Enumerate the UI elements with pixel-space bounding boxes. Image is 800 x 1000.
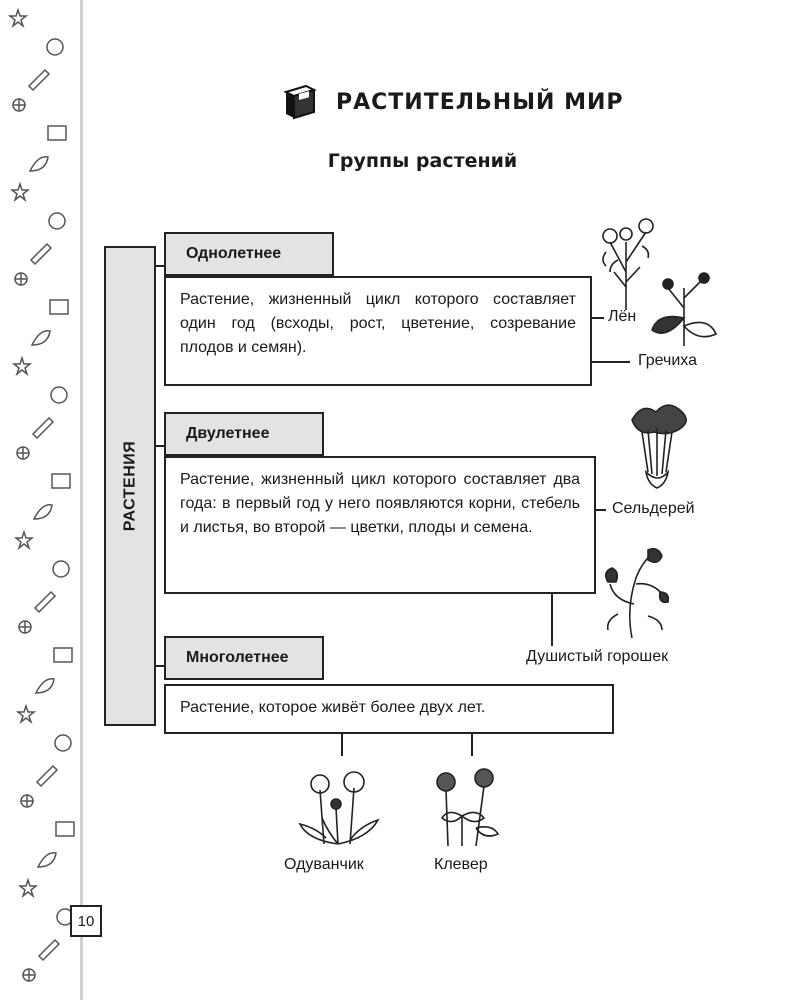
doodle-pencil-icon [35, 764, 59, 788]
doodle-star-icon [15, 703, 37, 725]
group-description-biennial: Растение, жизненный цикл которого состав… [164, 456, 596, 594]
doodle-flower-icon [14, 272, 28, 286]
page-title: РАСТИТЕЛЬНЫЙ МИР [336, 89, 624, 115]
doodle-book-icon [55, 821, 75, 837]
sweet-pea-illustration-icon [604, 548, 670, 639]
doodle-flower-icon [22, 968, 36, 982]
dandelion-illustration-icon [298, 771, 380, 845]
doodle-book-icon [49, 299, 69, 315]
doodle-circle-icon [52, 560, 70, 578]
doodle-book-icon [47, 125, 67, 141]
group-description-annual: Растение, жизненный цикл которого состав… [164, 276, 592, 386]
page-subtitle: Группы растений [327, 150, 518, 172]
doodle-circle-icon [48, 212, 66, 230]
example-label-clover: Клевер [434, 856, 488, 873]
example-label-buckwheat: Гречиха [638, 352, 698, 369]
doodle-circle-icon [54, 734, 72, 752]
doodle-pencil-icon [27, 68, 51, 92]
doodle-circle-icon [46, 38, 64, 56]
celery-illustration-icon [631, 404, 687, 489]
doodle-circle-icon [50, 386, 68, 404]
example-label-dandelion: Одуванчик [284, 856, 364, 873]
doodle-flower-icon [18, 620, 32, 634]
doodle-leaf-icon [28, 156, 49, 172]
sidebar-doodle-strip [0, 0, 83, 1000]
group-tab-annual: Однолетнее [164, 232, 334, 276]
doodle-leaf-icon [36, 852, 57, 868]
clover-illustration-icon [436, 768, 500, 847]
page-number: 10 [70, 905, 102, 937]
doodle-leaf-icon [34, 678, 55, 694]
doodle-leaf-icon [32, 504, 53, 520]
flax-illustration-icon [602, 218, 654, 310]
doodle-book-icon [53, 647, 73, 663]
doodle-star-icon [13, 529, 35, 551]
root-category-label-wrap: РАСТЕНИЯ [104, 246, 156, 726]
doodle-star-icon [7, 7, 29, 29]
example-label-sweet-pea: Душистый горошек [526, 648, 669, 665]
page-header: РАСТИТЕЛЬНЫЙ МИР [280, 82, 624, 122]
example-label-celery: Сельдерей [612, 500, 695, 517]
book-icon [283, 84, 317, 120]
buckwheat-illustration-icon [651, 272, 718, 346]
doodle-flower-icon [16, 446, 30, 460]
doodle-book-icon [51, 473, 71, 489]
doodle-flower-icon [12, 98, 26, 112]
root-category-label: РАСТЕНИЯ [121, 440, 139, 532]
doodle-star-icon [11, 355, 33, 377]
group-tab-perennial: Многолетнее [164, 636, 324, 680]
doodle-star-icon [9, 181, 31, 203]
doodle-pencil-icon [29, 242, 53, 266]
group-tab-biennial: Двулетнее [164, 412, 324, 456]
doodle-pencil-icon [33, 590, 57, 614]
school-doodles-pattern-icon [7, 7, 75, 982]
root-category-box [104, 246, 156, 726]
doodle-flower-icon [20, 794, 34, 808]
example-label-flax: Лён [608, 308, 637, 325]
group-description-perennial: Растение, которое живёт более двух лет. [164, 684, 614, 734]
doodle-pencil-icon [31, 416, 55, 440]
doodle-leaf-icon [30, 330, 51, 346]
doodle-star-icon [17, 877, 39, 899]
doodle-pencil-icon [37, 938, 61, 962]
